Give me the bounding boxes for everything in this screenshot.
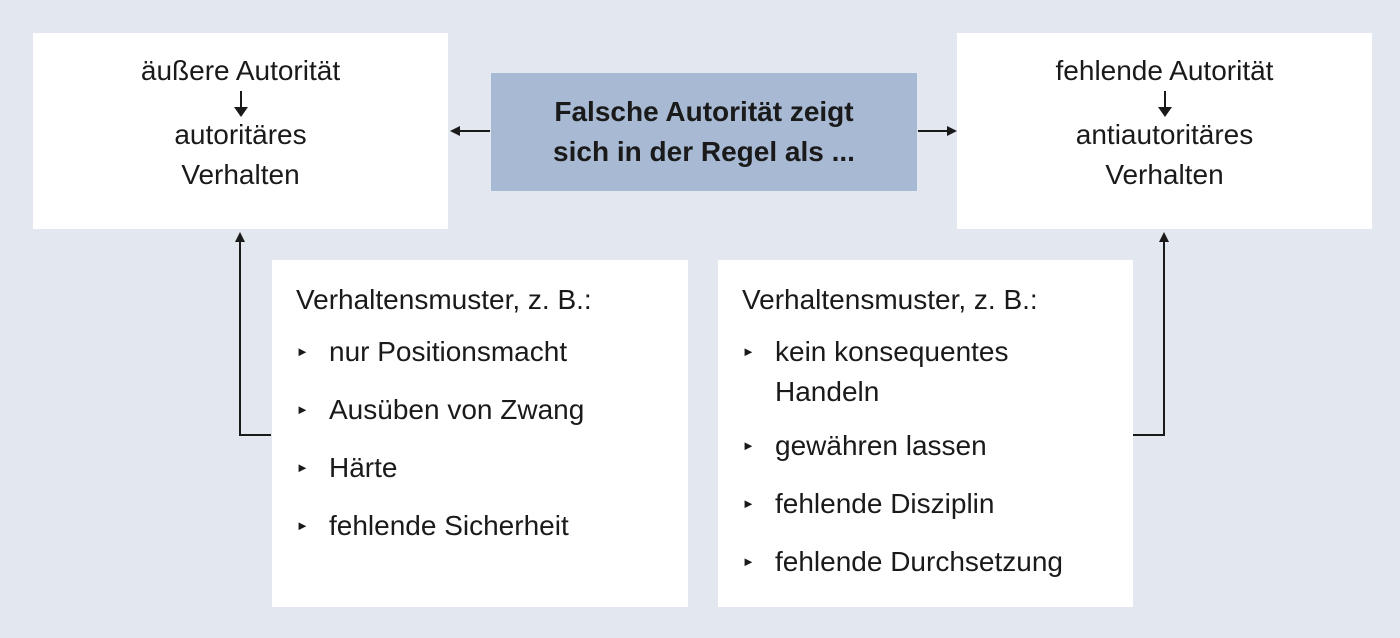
left-patterns-header: Verhaltensmuster, z. B.: xyxy=(296,284,592,315)
arrow-left-patterns-to-outcome xyxy=(235,232,271,436)
left-patterns-list: nur Positionsmacht Ausüben von Zwang Här… xyxy=(296,332,688,546)
list-item: fehlende Disziplin xyxy=(742,484,1133,524)
right-patterns-header: Verhaltensmuster, z. B.: xyxy=(742,284,1038,315)
list-item: nur Positionsmacht xyxy=(296,332,688,372)
center-box: Falsche Autorität zeigt sich in der Rege… xyxy=(491,73,917,191)
right-patterns-list: kein konsequentes Handeln gewähren lasse… xyxy=(742,332,1133,582)
right-patterns-box: Verhaltensmuster, z. B.: kein konsequent… xyxy=(718,260,1133,607)
list-item: gewähren lassen xyxy=(742,426,1133,466)
arrow-right-patterns-to-outcome xyxy=(1133,232,1169,436)
right-outcome-bottom-text: antiautoritäres Verhalten xyxy=(1075,119,1254,190)
list-item: fehlende Sicherheit xyxy=(296,506,688,546)
right-outcome-box: fehlende Autorität antiautoritäres Verha… xyxy=(957,33,1372,229)
right-outcome-down-arrow-icon xyxy=(1157,91,1172,117)
list-item: Ausüben von Zwang xyxy=(296,390,688,430)
left-outcome-box: äußere Autorität autoritäres Verhalten xyxy=(33,33,448,229)
right-outcome-top-text: fehlende Autorität xyxy=(1055,55,1274,86)
list-item: kein konsequentes Handeln xyxy=(742,332,1133,412)
list-item: Härte xyxy=(296,448,688,488)
left-outcome-top-text: äußere Autorität xyxy=(140,55,341,86)
left-outcome-bottom-text: autoritäres Verhalten xyxy=(174,119,307,190)
left-outcome-down-arrow-icon xyxy=(233,91,248,117)
left-patterns-box: Verhaltensmuster, z. B.: nur Positionsma… xyxy=(272,260,688,607)
list-item: fehlende Durchsetzung xyxy=(742,542,1133,582)
